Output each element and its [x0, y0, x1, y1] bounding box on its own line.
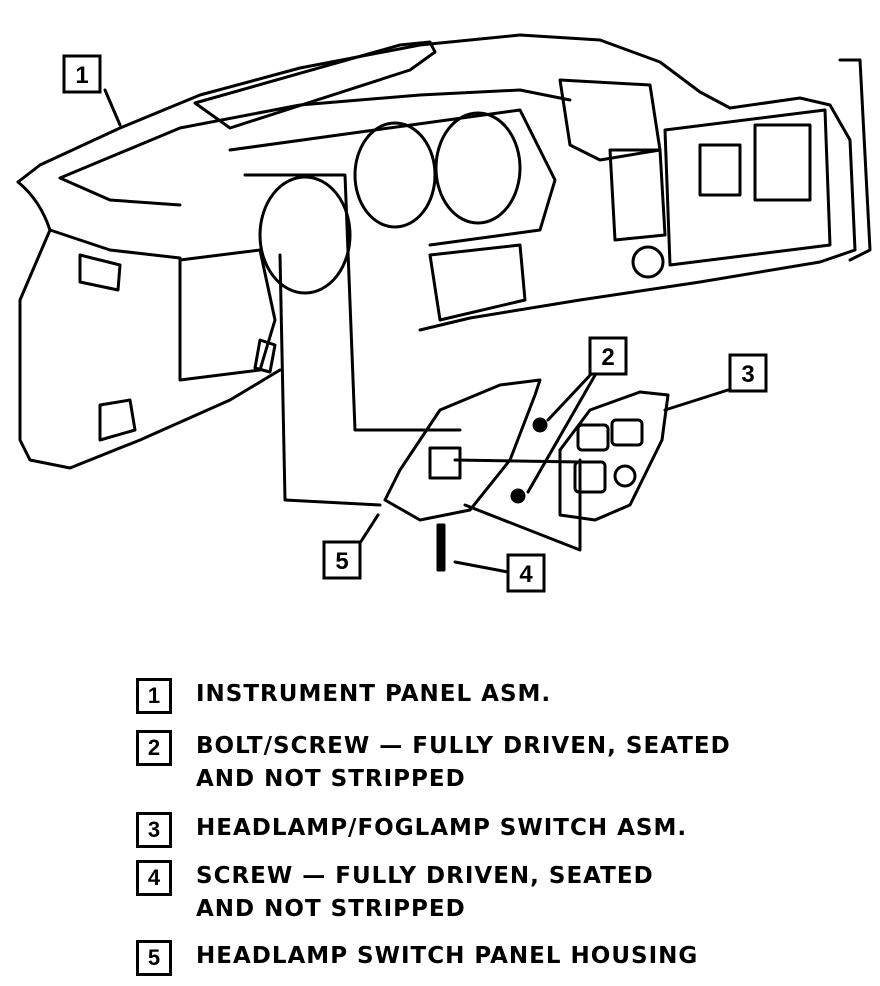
callout-2: 2: [588, 336, 628, 376]
gauge-pod-left: [258, 175, 352, 295]
legend-number: 5: [136, 940, 172, 976]
svg-text:4: 4: [519, 561, 533, 588]
headlamp-foglamp-switch: [558, 390, 670, 522]
legend-item-2: 2 BOLT/SCREW — FULLY DRIVEN, SEATED AND …: [136, 730, 731, 796]
callout-4: 4: [506, 553, 546, 593]
defroster-slot: [193, 40, 437, 130]
legend-text: HEADLAMP/FOGLAMP SWITCH ASM.: [196, 815, 688, 841]
legend-text: INSTRUMENT PANEL ASM.: [196, 681, 552, 707]
legend-number: 2: [136, 730, 172, 766]
callout-1: 1: [62, 54, 102, 94]
legend-item-3: 3 HEADLAMP/FOGLAMP SWITCH ASM.: [136, 812, 687, 848]
legend-item-4: 4 SCREW — FULLY DRIVEN, SEATED AND NOT S…: [136, 860, 654, 926]
legend-number: 3: [136, 812, 172, 848]
legend-item-5: 5 HEADLAMP SWITCH PANEL HOUSING: [136, 940, 698, 976]
instrument-panel-diagram: 1 2 3 4 5: [16, 33, 872, 593]
screw-4: [436, 523, 446, 572]
instrument-panel-outline: [16, 33, 857, 332]
gauge-pod-right: [434, 111, 522, 225]
svg-text:5: 5: [335, 548, 348, 575]
legend-text: BOLT/SCREW — FULLY DRIVEN, SEATED AND NO…: [196, 733, 731, 792]
callout-5: 5: [322, 540, 362, 580]
legend-item-1: 1 INSTRUMENT PANEL ASM.: [136, 678, 551, 714]
legend-number: 1: [136, 678, 172, 714]
svg-text:3: 3: [741, 361, 754, 388]
legend-text: SCREW — FULLY DRIVEN, SEATED AND NOT STR…: [196, 863, 654, 922]
bolt-screw: [532, 417, 548, 433]
switch-housing: [383, 378, 542, 522]
legend-text: HEADLAMP SWITCH PANEL HOUSING: [196, 943, 699, 969]
svg-text:2: 2: [601, 344, 614, 371]
gauge-pod-center: [353, 121, 437, 229]
callout-3: 3: [728, 353, 768, 393]
bolt-screw-2: [510, 488, 526, 504]
svg-text:1: 1: [75, 62, 88, 89]
legend-number: 4: [136, 860, 172, 896]
